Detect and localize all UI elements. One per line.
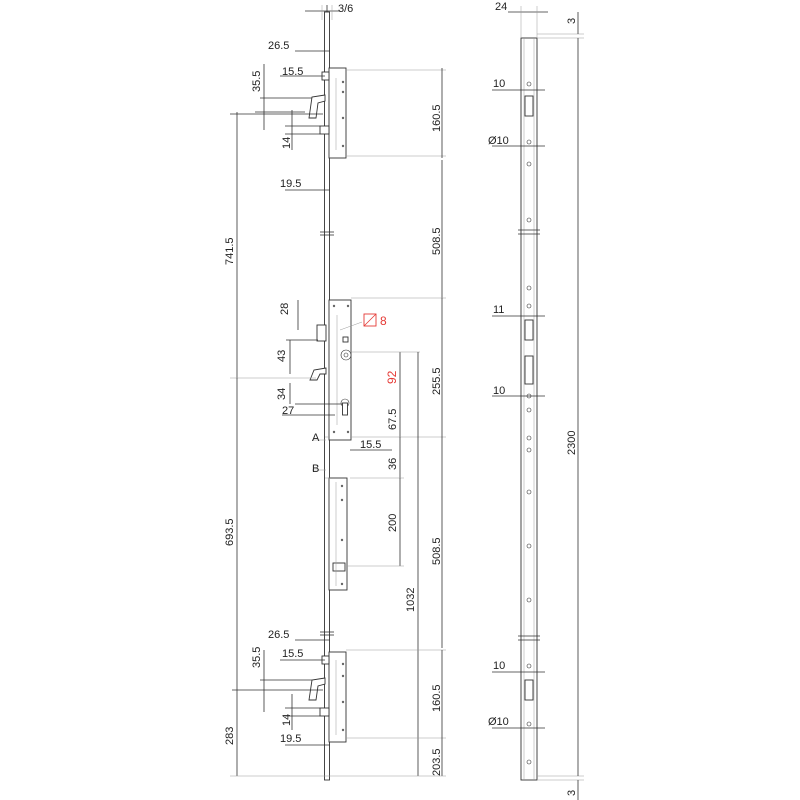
dim-side-slot-top: 10 [493,78,505,90]
dim-bottom-backset: 26.5 [268,629,289,641]
dim-total-length: 2300 [566,431,578,455]
dim-main-15-5: 15.5 [360,439,381,451]
dim-end-bottom: 3 [566,790,578,796]
front-dimension-lines [230,5,446,777]
dim-main-27: 27 [282,405,294,417]
dim-end-top: 3 [566,18,578,24]
dim-main-34: 34 [276,388,288,400]
lower-drive-segment [328,477,348,591]
dim-latch-28: 28 [279,303,291,315]
dim-side-hole-top: Ø10 [488,135,509,147]
label-a: A [312,432,320,444]
dim-side-width: 24 [495,1,507,13]
dim-bottom-keeper: 19.5 [280,733,301,745]
main-lock-case [309,299,352,441]
front-view: 3/6 26.5 35.5 15.5 14 19.5 160.5 508.5 7… [224,3,446,781]
dim-mushroom-gap: 3/6 [338,3,353,15]
dim-top-hook-width: 14 [281,137,293,149]
dim-bottom-hook-offset: 15.5 [282,648,303,660]
dim-side-slot-mid: 10 [493,385,505,397]
dim-bottom-hook-width: 14 [281,714,293,726]
dim-side-slot-bottom: 10 [493,660,505,672]
dim-bottom-unit-height: 160.5 [431,684,443,712]
dim-main-67-5: 67.5 [387,409,399,430]
dim-lower-rod: 508.5 [431,537,443,565]
dim-top-hook-offset: 15.5 [282,66,303,78]
dim-upper-rod: 508.5 [431,227,443,255]
top-hook-lock [308,67,347,159]
bottom-hook-lock [308,651,347,743]
dim-203-5: 203.5 [431,748,443,776]
side-view: 24 3 2300 3 10 Ø10 11 10 10 Ø10 [488,1,584,800]
dim-main-255-5: 255.5 [431,367,443,395]
dim-main-200: 200 [387,514,399,532]
dim-top-unit-height: 160.5 [431,104,443,132]
dim-1032: 1032 [405,588,417,612]
dim-bottom-hook-height: 35.5 [251,647,263,668]
dim-top-keeper: 19.5 [280,178,301,190]
label-b: B [312,463,319,475]
dim-741-5: 741.5 [224,237,236,265]
dim-pz-92: 92 [385,370,399,384]
dim-top-hook-height: 35.5 [251,71,263,92]
dim-top-backset: 26.5 [268,40,289,52]
dim-spindle-8: 8 [380,314,387,328]
dim-side-slot-main: 11 [493,304,504,316]
dim-283: 283 [224,727,236,745]
dim-693-5: 693.5 [224,518,236,546]
dim-side-hole-bottom: Ø10 [488,716,509,728]
dim-main-43: 43 [276,350,288,362]
dim-main-36: 36 [387,458,399,470]
